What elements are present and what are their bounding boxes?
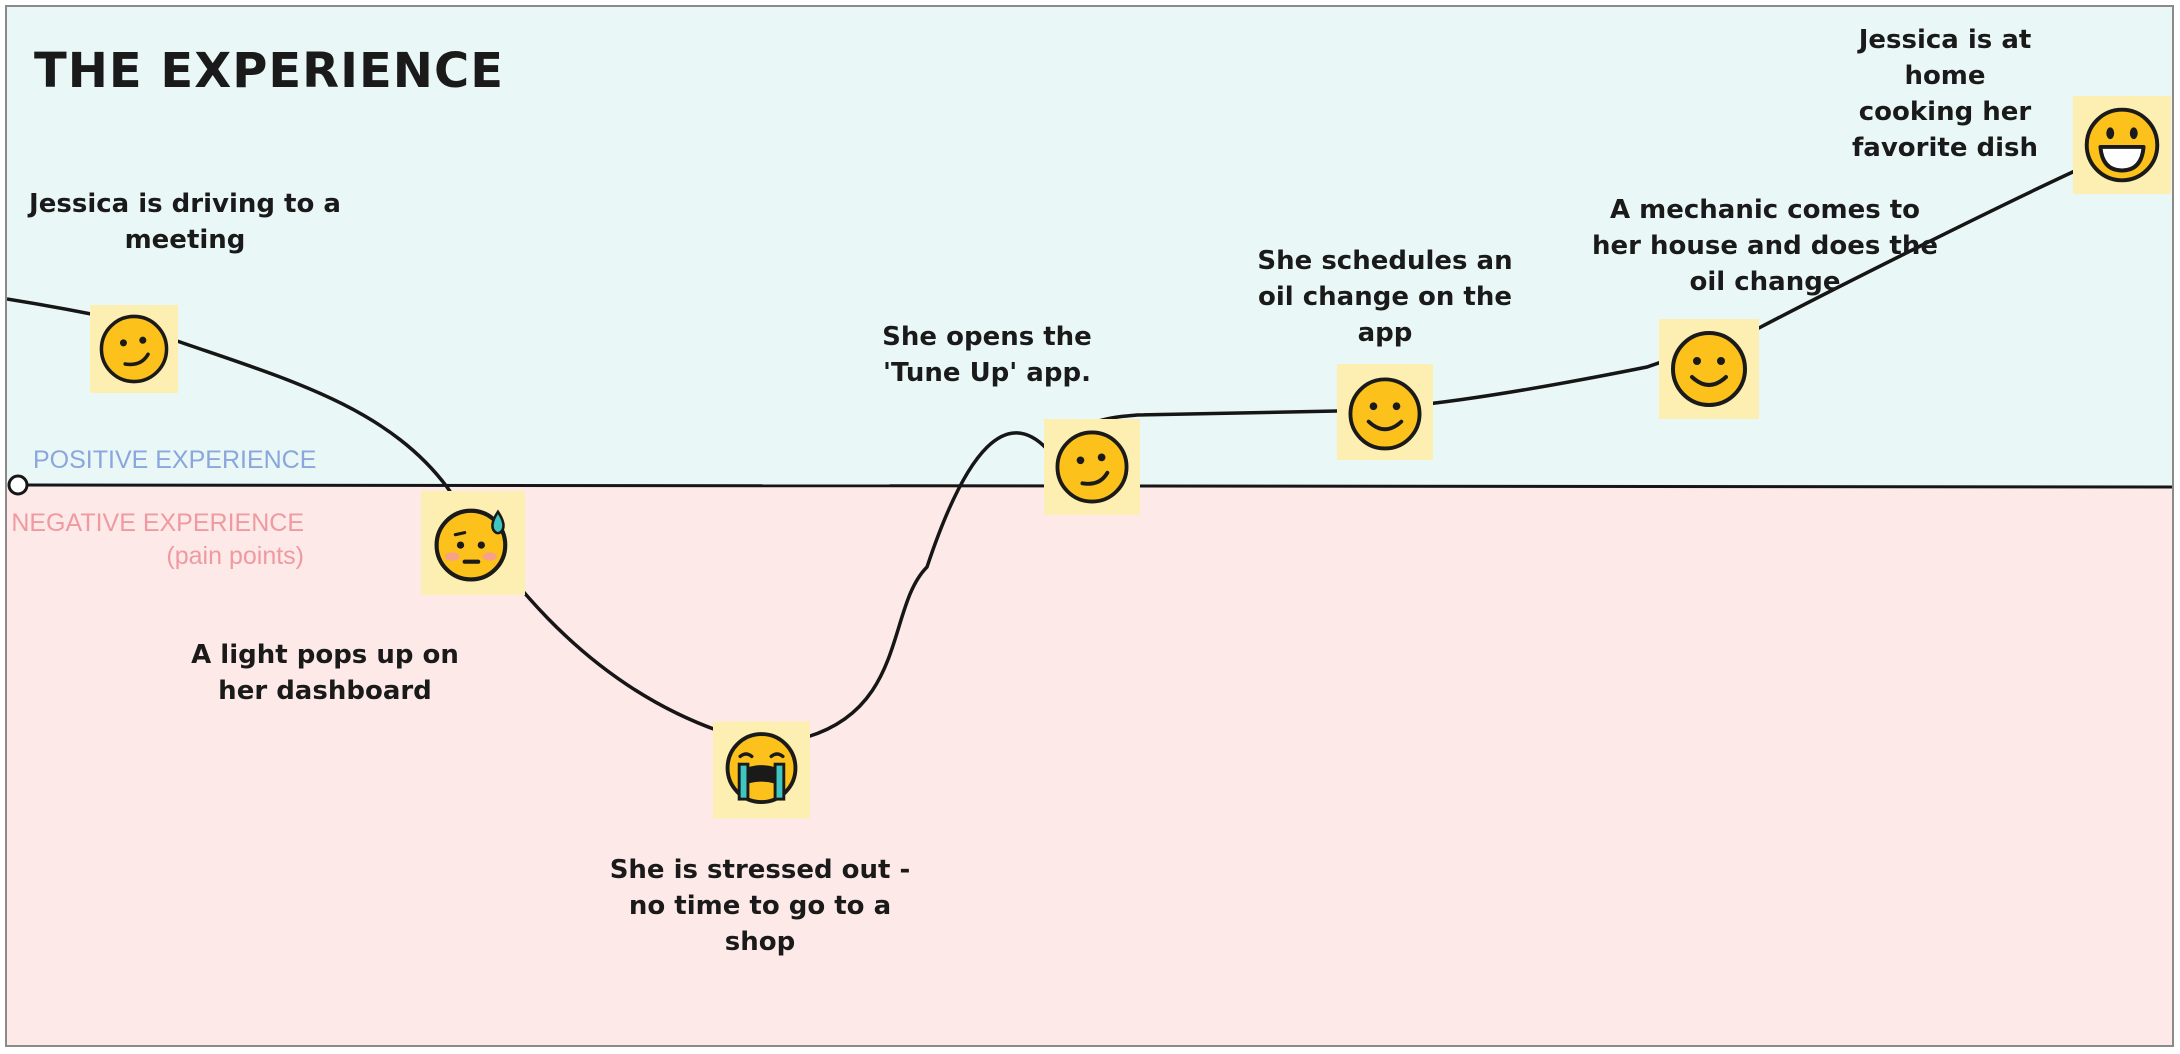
step-5-label: She schedules an oil change on the app (1257, 246, 1513, 348)
step-1-sticky-note[interactable] (90, 305, 178, 393)
step-4-sticky-note[interactable] (1044, 417, 1140, 517)
step-2-label: A light pops up on her dashboard (191, 640, 459, 706)
negative-experience-label: NEGATIVE EXPERIENCE (pain points) (11, 507, 304, 573)
step-5-sticky-note[interactable] (1337, 363, 1433, 461)
smirking-face-icon (90, 305, 178, 393)
step-6-label: A mechanic comes to her house and does t… (1592, 195, 1938, 297)
grinning-face-icon (2073, 96, 2171, 194)
smiling-face-icon (1337, 364, 1433, 460)
positive-zone (7, 7, 2172, 487)
step-7-label: Jessica is at home cooking her favorite … (1851, 25, 2039, 163)
negative-zone (7, 487, 2172, 1045)
pain-points-note: (pain points) (166, 542, 304, 570)
step-1-label: Jessica is driving to a meeting (29, 189, 341, 255)
smirking-face-icon (1044, 419, 1140, 515)
journey-map-board: THE EXPERIENCE POSITIVE EXPERIENCE NEGAT… (5, 5, 2174, 1047)
anxious-sweat-face-icon (421, 491, 525, 595)
step-6-sticky-note[interactable] (1659, 319, 1759, 419)
smiling-face-icon (1659, 319, 1759, 419)
step-4-label: She opens the 'Tune Up' app. (882, 322, 1092, 388)
page-title: THE EXPERIENCE (34, 43, 504, 99)
baseline-start-handle[interactable] (7, 474, 29, 496)
step-3-sticky-note[interactable] (713, 720, 810, 820)
step-3-label: She is stressed out - no time to go to a… (609, 855, 911, 957)
loudly-crying-face-icon (713, 721, 810, 819)
negative-experience-title: NEGATIVE EXPERIENCE (11, 509, 304, 537)
step-2-sticky-note[interactable] (421, 489, 525, 597)
step-7-sticky-note[interactable] (2073, 95, 2171, 195)
experience-curve (7, 168, 2078, 739)
positive-experience-label: POSITIVE EXPERIENCE (33, 446, 317, 474)
